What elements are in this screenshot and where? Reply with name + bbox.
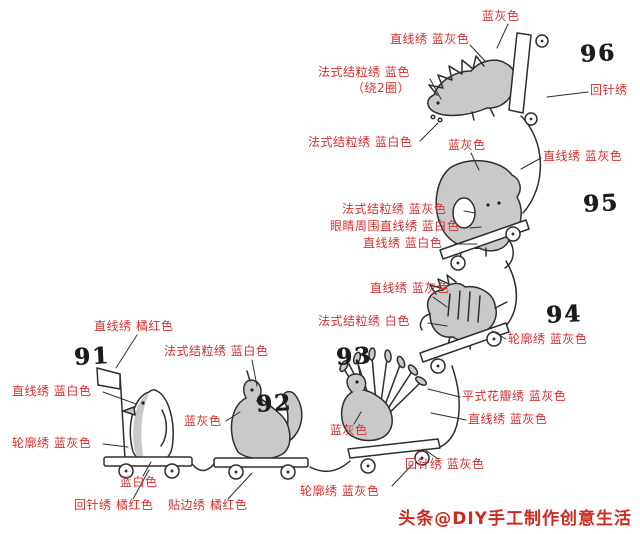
- toy-93-fan-bird: [339, 347, 441, 474]
- label-96-straight-stitch: 直线绣 蓝灰色: [390, 32, 470, 46]
- label-91-outline-stitch: 轮廓绣 蓝灰色: [12, 436, 92, 450]
- label-94-french-knot: 法式结粒绣 白色: [318, 314, 410, 328]
- label-91-straight-bw: 直线绣 蓝白色: [12, 384, 92, 398]
- label-94-straight-stitch: 直线绣 蓝灰色: [370, 281, 450, 295]
- label-91-backstitch: 回针绣 橘红色: [74, 498, 154, 512]
- label-94-outline-stitch: 轮廓绣 蓝灰色: [508, 332, 588, 346]
- leader-lines: [102, 23, 589, 500]
- label-92-french-knot: 法式结粒绣 蓝白色: [164, 344, 269, 358]
- label-96-backstitch: 回针绣: [590, 83, 628, 97]
- toy-91-penguin: [96, 367, 193, 479]
- watermark: 头条@DIY手工制作创意生活: [398, 509, 632, 529]
- label-91-straight-orange: 直线绣 橘红色: [94, 319, 174, 333]
- label-91-color-bw: 蓝白色: [120, 475, 158, 489]
- figure-number-92: 92: [255, 389, 293, 418]
- label-95-color-bluegray: 蓝灰色: [448, 138, 486, 152]
- label-93-color-bluegray: 蓝灰色: [330, 423, 368, 437]
- label-96-french-knot-bw: 法式结粒绣 蓝白色: [308, 135, 413, 149]
- label-95-eye-area-stitch: 眼睛周围直线绣 蓝白色: [330, 219, 460, 233]
- label-96-french-knot: 法式结粒绣 蓝色: [318, 65, 410, 79]
- figure-number-93: 93: [335, 342, 373, 371]
- label-96-wrap-note: （绕2圈）: [352, 81, 411, 95]
- label-93-petal-stitch: 平式花瓣绣 蓝灰色: [462, 389, 567, 403]
- toy-95-elephant: [435, 159, 530, 271]
- label-93-backstitch: 回针绣 蓝灰色: [405, 457, 485, 471]
- label-96-color-bluegray: 蓝灰色: [482, 9, 520, 23]
- figure-number-96: 96: [579, 39, 617, 68]
- toy-92-squirrel: [213, 370, 309, 480]
- figure-number-94: 94: [545, 300, 583, 329]
- figure-number-95: 95: [582, 189, 620, 218]
- label-95-straight-bw: 直线绣 蓝白色: [363, 236, 443, 250]
- label-95-straight-stitch: 直线绣 蓝灰色: [543, 149, 623, 163]
- label-92-applique-stitch: 贴边绣 橘红色: [168, 498, 248, 512]
- label-93-outline-stitch: 轮廓绣 蓝灰色: [300, 484, 380, 498]
- label-92-color-bluegray: 蓝灰色: [184, 414, 222, 428]
- label-93-straight-stitch: 直线绣 蓝灰色: [468, 412, 548, 426]
- toy-96-dinosaur: [427, 32, 549, 126]
- figure-number-91: 91: [73, 342, 111, 371]
- label-95-french-knot: 法式结粒绣 蓝灰色: [342, 202, 447, 216]
